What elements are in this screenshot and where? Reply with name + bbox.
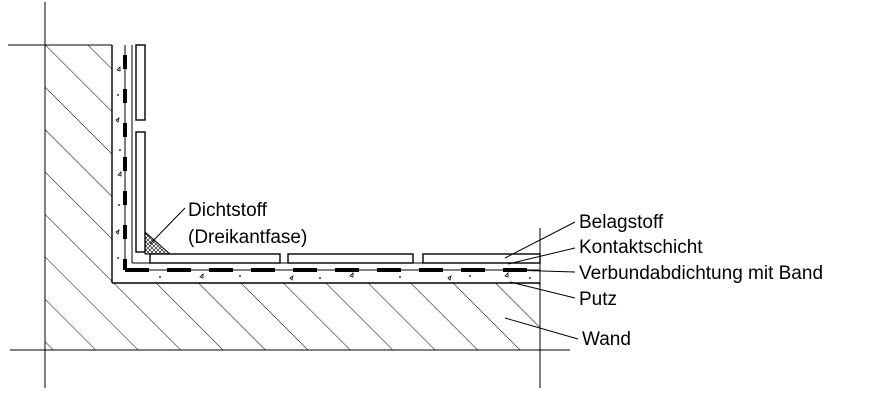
label-sealant-line2: (Dreikantfase) <box>188 227 307 248</box>
leader-lines <box>149 207 579 340</box>
label-covering: Belagstoff <box>579 212 664 233</box>
membrane-layer <box>123 55 540 272</box>
sealant-chamfer <box>144 230 172 255</box>
tiles-vertical <box>135 44 146 253</box>
label-plaster: Putz <box>579 289 617 310</box>
label-sealant-line1: Dichtstoff <box>188 200 268 221</box>
tiles-horizontal <box>149 253 541 264</box>
label-membrane: Verbundabdichtung mit Band <box>579 263 823 284</box>
label-wall: Wand <box>582 329 631 350</box>
label-contact-layer: Kontaktschicht <box>579 237 703 258</box>
